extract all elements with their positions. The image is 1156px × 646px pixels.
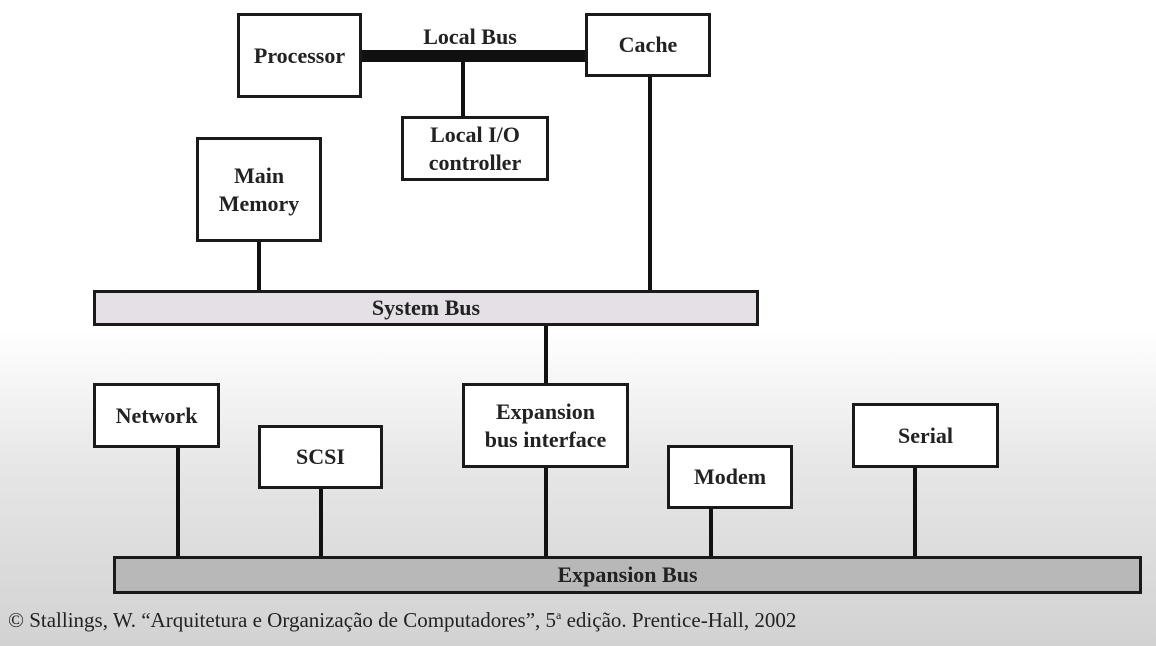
network-box: Network [93,383,220,448]
serial-box: Serial [852,403,999,468]
network-label: Network [115,402,198,428]
expansion-bus-interface-box: Expansion bus interface [462,383,629,468]
local-io-controller-box: Local I/O controller [401,116,549,181]
modem-box: Modem [667,445,793,509]
scsi-label: SCSI [296,444,345,469]
citation-text: © Stallings, W. “Arquitetura e Organizaç… [8,608,557,632]
local-io-controller-label: Local I/O controller [428,121,522,175]
scsi-box: SCSI [258,425,383,489]
citation-superscript: a [556,608,562,622]
citation-text-end: edição. Prentice-Hall, 2002 [561,608,797,632]
local-bus-label: Local Bus [423,24,517,49]
expansion-bus-label: Expansion Bus [557,562,698,587]
main-memory-label: Main Memory [218,162,300,216]
system-bus: System Bus [93,290,759,326]
main-memory-box: Main Memory [196,137,322,242]
processor-box: Processor [237,13,362,98]
citation: © Stallings, W. “Arquitetura e Organizaç… [8,608,796,633]
expansion-bus-interface-label: Expansion bus interface [484,398,607,452]
cache-label: Cache [618,32,678,57]
cache-box: Cache [585,13,711,77]
serial-label: Serial [898,422,953,448]
expansion-bus: Expansion Bus [113,556,1142,594]
modem-label: Modem [693,464,767,489]
system-bus-label: System Bus [371,295,481,320]
processor-label: Processor [253,42,346,68]
